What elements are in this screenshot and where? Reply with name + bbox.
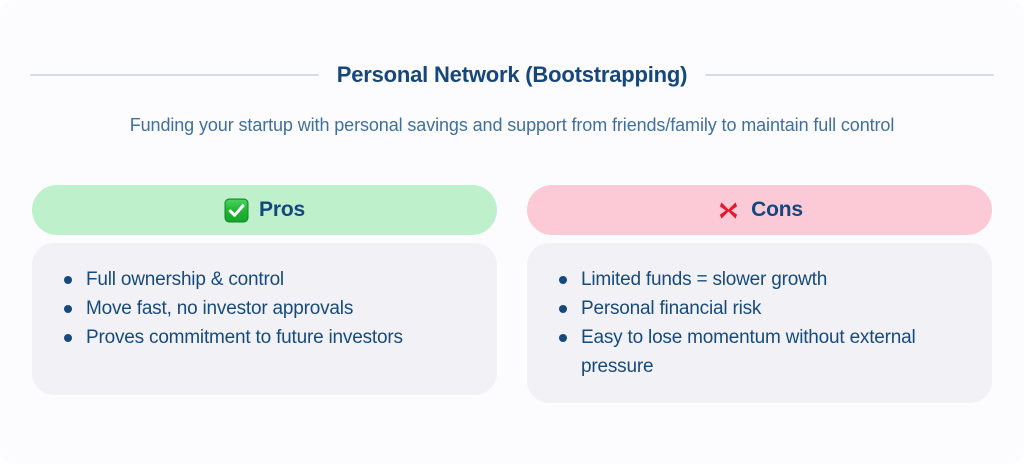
white-heavy-check-mark-icon [224, 198, 249, 223]
list-item: Full ownership & control [56, 265, 471, 294]
cross-mark-icon [716, 198, 741, 223]
pros-header: Pros [32, 185, 497, 235]
title-rule-right [705, 74, 994, 76]
comparison-columns: Pros Full ownership & control Move fast,… [32, 185, 992, 403]
list-item: Limited funds = slower growth [551, 265, 966, 294]
pros-header-label: Pros [259, 198, 305, 221]
cons-column: Cons Limited funds = slower growth Perso… [527, 185, 992, 403]
page-subtitle: Funding your startup with personal savin… [129, 115, 895, 135]
page-title-row: Personal Network (Bootstrapping) [30, 62, 994, 88]
pros-body: Full ownership & control Move fast, no i… [32, 243, 497, 395]
pros-list: Full ownership & control Move fast, no i… [56, 265, 471, 352]
cons-header: Cons [527, 185, 992, 235]
title-rule-left [30, 74, 319, 76]
list-item: Personal financial risk [551, 294, 966, 323]
pros-column: Pros Full ownership & control Move fast,… [32, 185, 497, 403]
cons-body: Limited funds = slower growth Personal f… [527, 243, 992, 403]
list-item: Easy to lose momentum without external p… [551, 323, 966, 381]
page-title: Personal Network (Bootstrapping) [336, 62, 688, 87]
cons-list: Limited funds = slower growth Personal f… [551, 265, 966, 381]
list-item: Proves commitment to future investors [56, 323, 471, 352]
list-item: Move fast, no investor approvals [56, 294, 471, 323]
cons-header-label: Cons [751, 198, 803, 221]
